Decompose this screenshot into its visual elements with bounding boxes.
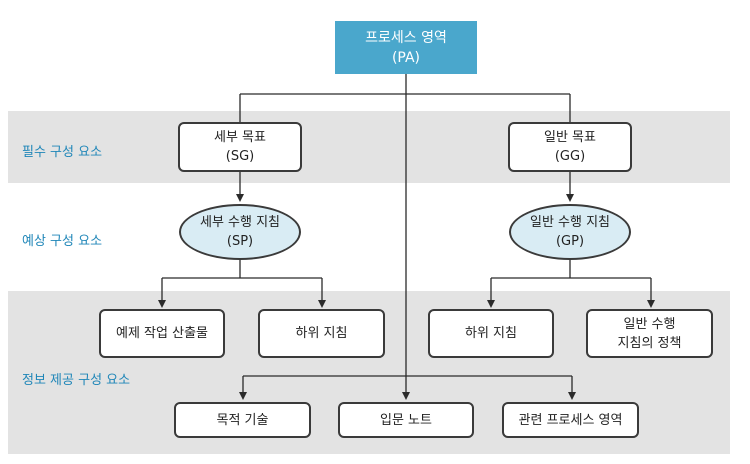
- example-work-products-node: 예제 작업 산출물: [99, 309, 225, 358]
- sp-subpractices-node: 하위 지침: [258, 309, 385, 358]
- specific-practice-node: 세부 수행 지침 (SP): [179, 204, 301, 260]
- gp-elaboration-node: 일반 수행 지침의 정책: [586, 309, 713, 358]
- specific-goal-title: 세부 목표: [214, 130, 266, 145]
- label-informative-components: 정보 제공 구성 요소: [22, 373, 131, 388]
- specific-practice-title: 세부 수행 지침: [199, 215, 281, 230]
- introductory-notes-node: 입문 노트: [338, 402, 474, 438]
- example-work-products-label: 예제 작업 산출물: [116, 326, 208, 341]
- introductory-notes-label: 입문 노트: [380, 412, 432, 428]
- generic-practice-node: 일반 수행 지침 (GP): [509, 204, 631, 260]
- related-process-areas-label: 관련 프로세스 영역: [518, 412, 623, 428]
- process-area-node: 프로세스 영역 (PA): [335, 21, 477, 74]
- specific-goal-abbr: (SG): [225, 149, 255, 164]
- generic-practice-abbr: (GP): [555, 234, 585, 249]
- generic-goal-title: 일반 목표: [544, 130, 596, 145]
- gp-subpractices-label: 하위 지침: [465, 326, 517, 341]
- generic-goal-node: 일반 목표 (GG): [508, 122, 632, 172]
- related-process-areas-node: 관련 프로세스 영역: [502, 402, 639, 438]
- process-area-title: 프로세스 영역: [365, 29, 447, 46]
- specific-goal-node: 세부 목표 (SG): [178, 122, 302, 172]
- generic-practice-title: 일반 수행 지침: [529, 215, 611, 230]
- specific-practice-abbr: (SP): [226, 234, 254, 249]
- purpose-statement-label: 목적 기술: [216, 412, 269, 428]
- label-expected-components: 예상 구성 요소: [22, 234, 103, 249]
- purpose-statement-node: 목적 기술: [174, 402, 311, 438]
- sp-subpractices-label: 하위 지침: [295, 326, 348, 341]
- label-required-components: 필수 구성 요소: [22, 145, 103, 160]
- generic-goal-abbr: (GG): [554, 149, 586, 164]
- gp-elaboration-line1: 일반 수행: [623, 316, 676, 332]
- process-area-abbr: (PA): [391, 49, 421, 66]
- gp-elaboration-line2: 지침의 정책: [617, 335, 682, 351]
- gp-subpractices-node: 하위 지침: [428, 309, 554, 358]
